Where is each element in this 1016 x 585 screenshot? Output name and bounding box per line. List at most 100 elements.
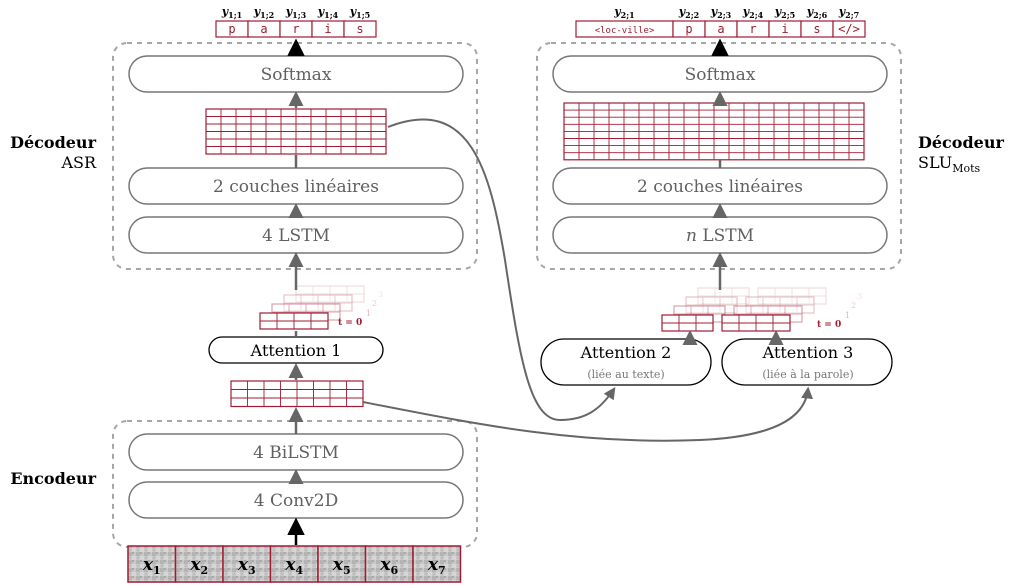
asr-output-token: i: [324, 22, 331, 36]
asr-output-label: y1;3: [285, 5, 307, 20]
slu-output-label: y2;6: [806, 5, 828, 20]
slu-grid-cells: [563, 102, 865, 161]
asr-output-label: y1;5: [349, 5, 371, 20]
curve-asr-hidden-to-attention2: [387, 118, 616, 422]
slu-output-3: a y2;3: [704, 5, 738, 38]
attention-3-t2: 2: [851, 301, 856, 310]
asr-grid-cells: [205, 108, 387, 155]
slu-decoder-title: Décodeur: [918, 133, 1004, 152]
asr-decoder-title: Décodeur: [10, 133, 96, 152]
slu-linear-label: 2 couches linéaires: [637, 177, 803, 197]
attention-3-context-t0: [721, 314, 791, 332]
input-label: x7: [427, 555, 446, 577]
slu-output-tokens: <loc-ville>y2;1 p y2;2 a y2;3 r y2;4 iy2;5 s y2;6…: [575, 5, 866, 38]
input-frame-4: x4: [269, 545, 319, 583]
asr-lstm-label: 4 LSTM: [262, 226, 330, 246]
attention-1-t1: 1: [366, 309, 371, 318]
attention-3-block: Attention 3 (liée à la parole): [721, 338, 893, 386]
attention-3-sub: (liée à la parole): [762, 368, 853, 381]
slu-output-label: y2;2: [678, 5, 700, 20]
asr-output-1: p y1;1: [215, 5, 249, 38]
input-label: x4: [284, 555, 303, 577]
input-frame-1: x1: [127, 545, 177, 583]
input-label: x6: [379, 555, 398, 577]
slu-output-token: i: [781, 22, 788, 36]
slu-output-token: a: [717, 22, 724, 36]
asr-softmax-block: Softmax: [128, 55, 464, 93]
input-frame-7: x7: [412, 545, 462, 583]
attention-2-sub: (liée au texte): [587, 368, 664, 381]
attention-2-context-t2: [685, 296, 738, 314]
asr-output-label: y1;2: [253, 5, 275, 20]
encoder-grid-cells: [230, 380, 364, 408]
asr-lstm-block: 4 LSTM: [128, 216, 464, 254]
slu-output-label: y2;1: [613, 5, 635, 20]
slu-output-label: y2;3: [710, 5, 732, 20]
encoder-conv-block: 4 Conv2D: [128, 481, 464, 519]
slu-output-label: y2;7: [838, 5, 860, 20]
asr-linear-label: 2 couches linéaires: [213, 177, 379, 197]
asr-linear-block: 2 couches linéaires: [128, 167, 464, 205]
attention-1-context-stack: [259, 285, 365, 330]
asr-output-token: s: [356, 22, 363, 36]
attention-1-t2: 2: [372, 299, 377, 308]
slu-lstm-n: n: [686, 226, 697, 246]
encoder-title: Encodeur: [10, 469, 96, 488]
attention-3-context-t2: [745, 296, 815, 314]
attention-3-label: Attention 3: [762, 343, 854, 362]
input-frame-6: x6: [364, 545, 414, 583]
input-frames: x1 x2 x3 x4 x5 x6 x7: [127, 545, 462, 583]
attention-2-label: Attention 2: [580, 343, 672, 362]
slu-output-token: r: [749, 22, 756, 36]
encoder-bilstm-label: 4 BiLSTM: [253, 443, 339, 463]
asr-output-token: a: [260, 22, 267, 36]
attention-1-label: Attention 1: [250, 341, 342, 360]
encoder-bilstm-block: 4 BiLSTM: [128, 433, 464, 471]
attention-3-t3: 3: [857, 292, 862, 301]
input-label: x5: [332, 555, 351, 577]
attention-1-t3: 3: [378, 290, 383, 299]
slu-output-2: p y2;2: [672, 5, 706, 38]
attention-3-context-stack: [721, 287, 827, 332]
asr-output-label: y1;1: [221, 5, 243, 20]
slu-output-1: <loc-ville>y2;1: [575, 5, 674, 38]
slu-output-label: y2;4: [742, 5, 764, 20]
asr-output-token: r: [292, 22, 299, 36]
asr-output-token: p: [228, 22, 235, 36]
slu-softmax-label: Softmax: [685, 65, 756, 85]
attention-3-context-t3: [757, 287, 827, 305]
attention-2-context-t3: [697, 287, 750, 305]
asr-output-label: y1;4: [317, 5, 339, 20]
input-label: x3: [237, 555, 256, 577]
slu-output-6: s y2;6: [800, 5, 834, 38]
input-label: x2: [189, 555, 208, 577]
attention-1-t-label: t = 0: [338, 318, 362, 328]
attention-3-t-label: t = 0: [817, 320, 841, 330]
asr-output-4: i y1;4: [311, 5, 345, 38]
asr-softmax-label: Softmax: [261, 65, 332, 85]
slu-decoder-subtitle: SLUMots: [918, 153, 981, 175]
asr-output-tokens: p y1;1 a y1;2 r y1;3 i y1;4 s y1;5: [215, 5, 377, 38]
attention-1-block: Attention 1: [208, 336, 384, 364]
slu-softmax-block: Softmax: [552, 55, 888, 93]
input-frame-2: x2: [174, 545, 224, 583]
slu-output-token: s: [813, 22, 820, 36]
slu-output-4: r y2;4: [736, 5, 770, 38]
attention-2-block: Attention 2 (liée au texte): [540, 338, 712, 386]
attention-3-t1: 1: [845, 311, 850, 320]
slu-linear-block: 2 couches linéaires: [552, 167, 888, 205]
encoder-output-grid: [230, 380, 364, 408]
slu-output-token: </>: [838, 22, 860, 36]
asr-output-3: r y1;3: [279, 5, 313, 38]
attention-1-context-t0: [259, 312, 329, 330]
slu-output-5: iy2;5: [768, 5, 802, 38]
slu-output-token: p: [685, 22, 692, 36]
curve-encoder-to-attention3: [362, 386, 814, 442]
slu-lstm-block: n LSTM: [552, 216, 888, 254]
asr-hidden-grid: [205, 108, 387, 155]
input-frame-5: x5: [317, 545, 367, 583]
attention-1-context-t2: [283, 294, 353, 312]
asr-decoder-group: [112, 42, 478, 270]
slu-decoder-group: [536, 42, 902, 270]
